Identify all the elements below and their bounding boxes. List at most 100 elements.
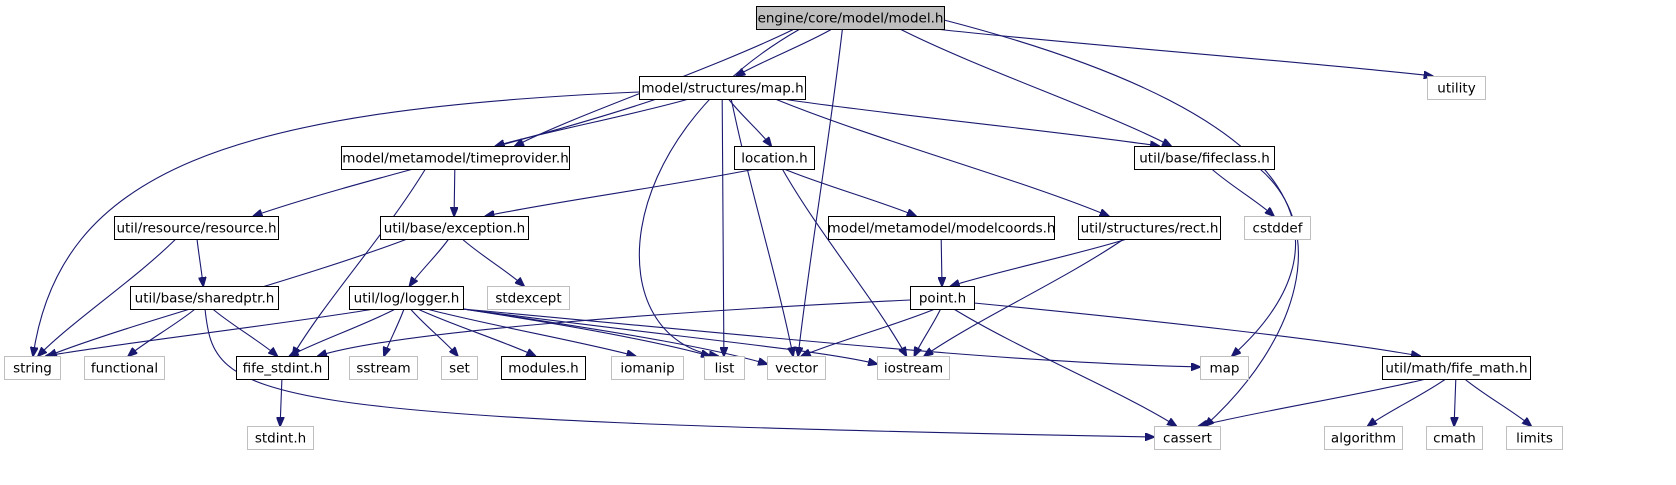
node-fife-math-h[interactable]: util/math/fife_math.h	[1382, 356, 1531, 380]
edge-fife_math_h-to-algorithm	[1368, 378, 1447, 426]
node-iomanip: iomanip	[611, 356, 684, 380]
edge-model_h-to-utility	[935, 28, 1432, 76]
node-label: functional	[91, 361, 158, 377]
edge-logger_h-to-string	[46, 308, 375, 356]
node-box	[1427, 76, 1486, 100]
node-label: cmath	[1433, 431, 1476, 447]
edge-rect_h-to-point_h	[951, 238, 1128, 286]
node-label: algorithm	[1331, 431, 1396, 447]
node-string: string	[4, 356, 61, 380]
edge-exception_h-to-logger_h	[410, 238, 450, 286]
edge-exception_h-to-stdexcept	[461, 238, 524, 286]
edge-fife_math_h-to-cassert	[1199, 378, 1427, 426]
node-box	[1382, 356, 1531, 380]
node-fifeclass-h[interactable]: util/base/fifeclass.h	[1134, 146, 1275, 170]
node-box	[1244, 216, 1311, 240]
node-cmath: cmath	[1426, 426, 1483, 450]
node-utility: utility	[1427, 76, 1486, 100]
node-box	[704, 356, 745, 380]
node-box	[734, 146, 815, 170]
node-label: util/resource/resource.h	[116, 221, 276, 237]
node-label: list	[715, 361, 735, 377]
node-label: cstddef	[1253, 221, 1304, 237]
node-modules-h[interactable]: modules.h	[501, 356, 586, 380]
node-box	[1078, 216, 1221, 240]
edge-fifeclass_h-to-cassert	[1205, 168, 1299, 426]
node-box	[341, 146, 570, 170]
node-box	[1200, 356, 1249, 380]
edge-sharedptr_h-to-fife_stdint_h	[212, 308, 278, 356]
node-label: util/structures/rect.h	[1081, 221, 1219, 237]
node-cassert: cassert	[1154, 426, 1221, 450]
edge-point_h-to-iostream	[914, 308, 942, 356]
edge-map_h-to-timeprovider_h	[496, 98, 689, 146]
edge-location_h-to-modelcoords_h	[783, 168, 916, 216]
edge-map_h-to-string	[33, 91, 640, 356]
node-list: list	[704, 356, 745, 380]
node-point-h[interactable]: point.h	[910, 286, 975, 310]
edge-map_h-to-location_h	[728, 98, 772, 146]
node-label: utility	[1437, 81, 1475, 97]
edge-map_h-to-vector	[730, 98, 793, 356]
node-resource-h[interactable]: util/resource/resource.h	[114, 216, 279, 240]
edge-sharedptr_h-to-cassert	[204, 308, 1154, 437]
node-label: model/metamodel/timeprovider.h	[342, 151, 569, 167]
node-limits: limits	[1506, 426, 1563, 450]
node-iostream: iostream	[877, 356, 950, 380]
node-box	[441, 356, 478, 380]
edge-timeprovider_h-to-exception_h	[454, 168, 455, 216]
edge-sharedptr_h-to-functional	[128, 308, 196, 356]
edge-timeprovider_h-to-fife_stdint_h	[293, 168, 426, 356]
node-label: stdint.h	[255, 431, 306, 447]
node-box	[1324, 426, 1403, 450]
node-label: sstream	[356, 361, 410, 377]
node-label: model/structures/map.h	[641, 81, 803, 97]
edge-fife_stdint_h-to-stdint_h	[280, 378, 282, 426]
node-map-h[interactable]: model/structures/map.h	[639, 76, 806, 100]
node-label: util/log/logger.h	[354, 291, 460, 307]
node-box	[828, 216, 1055, 240]
node-fife-stdint-h[interactable]: fife_stdint.h	[236, 356, 329, 380]
node-box	[114, 216, 279, 240]
node-box	[1134, 146, 1275, 170]
node-label: map	[1210, 361, 1240, 377]
node-label: iostream	[884, 361, 943, 377]
node-logger-h[interactable]: util/log/logger.h	[349, 286, 464, 310]
node-model-h[interactable]: engine/core/model/model.h	[756, 6, 945, 30]
node-box	[236, 356, 329, 380]
node-exception-h[interactable]: util/base/exception.h	[380, 216, 529, 240]
node-stdexcept: stdexcept	[487, 286, 570, 310]
node-label: limits	[1516, 431, 1553, 447]
edge-resource_h-to-sharedptr_h	[196, 238, 203, 286]
node-label: cassert	[1163, 431, 1212, 447]
node-vector: vector	[767, 356, 826, 380]
node-rect-h[interactable]: util/structures/rect.h	[1078, 216, 1221, 240]
node-box	[380, 216, 529, 240]
edge-logger_h-to-set	[410, 308, 458, 356]
node-modelcoords-h[interactable]: model/metamodel/modelcoords.h	[828, 216, 1056, 240]
node-functional: functional	[84, 356, 165, 380]
node-label: location.h	[741, 151, 807, 167]
node-location-h[interactable]: location.h	[734, 146, 815, 170]
node-box	[130, 286, 279, 310]
edge-point_h-to-vector	[802, 308, 936, 356]
node-set: set	[441, 356, 478, 380]
edge-fife_math_h-to-cmath	[1454, 378, 1456, 426]
edge-logger_h-to-map	[462, 308, 1200, 367]
edge-logger_h-to-list	[462, 308, 710, 356]
node-label: model/metamodel/modelcoords.h	[828, 221, 1056, 237]
node-box	[910, 286, 975, 310]
edge-logger_h-to-sstream	[384, 308, 405, 356]
edge-point_h-to-fife_math_h	[973, 302, 1420, 356]
node-box	[349, 286, 464, 310]
node-box	[4, 356, 61, 380]
node-map: map	[1200, 356, 1249, 380]
node-timeprovider-h[interactable]: model/metamodel/timeprovider.h	[341, 146, 570, 170]
node-sharedptr-h[interactable]: util/base/sharedptr.h	[130, 286, 279, 310]
node-algorithm: algorithm	[1324, 426, 1403, 450]
edge-logger_h-to-iomanip	[426, 308, 636, 356]
edge-location_h-to-iostream	[781, 168, 906, 356]
edge-logger_h-to-fife_stdint_h	[290, 308, 396, 356]
node-stdint-h: stdint.h	[247, 426, 314, 450]
